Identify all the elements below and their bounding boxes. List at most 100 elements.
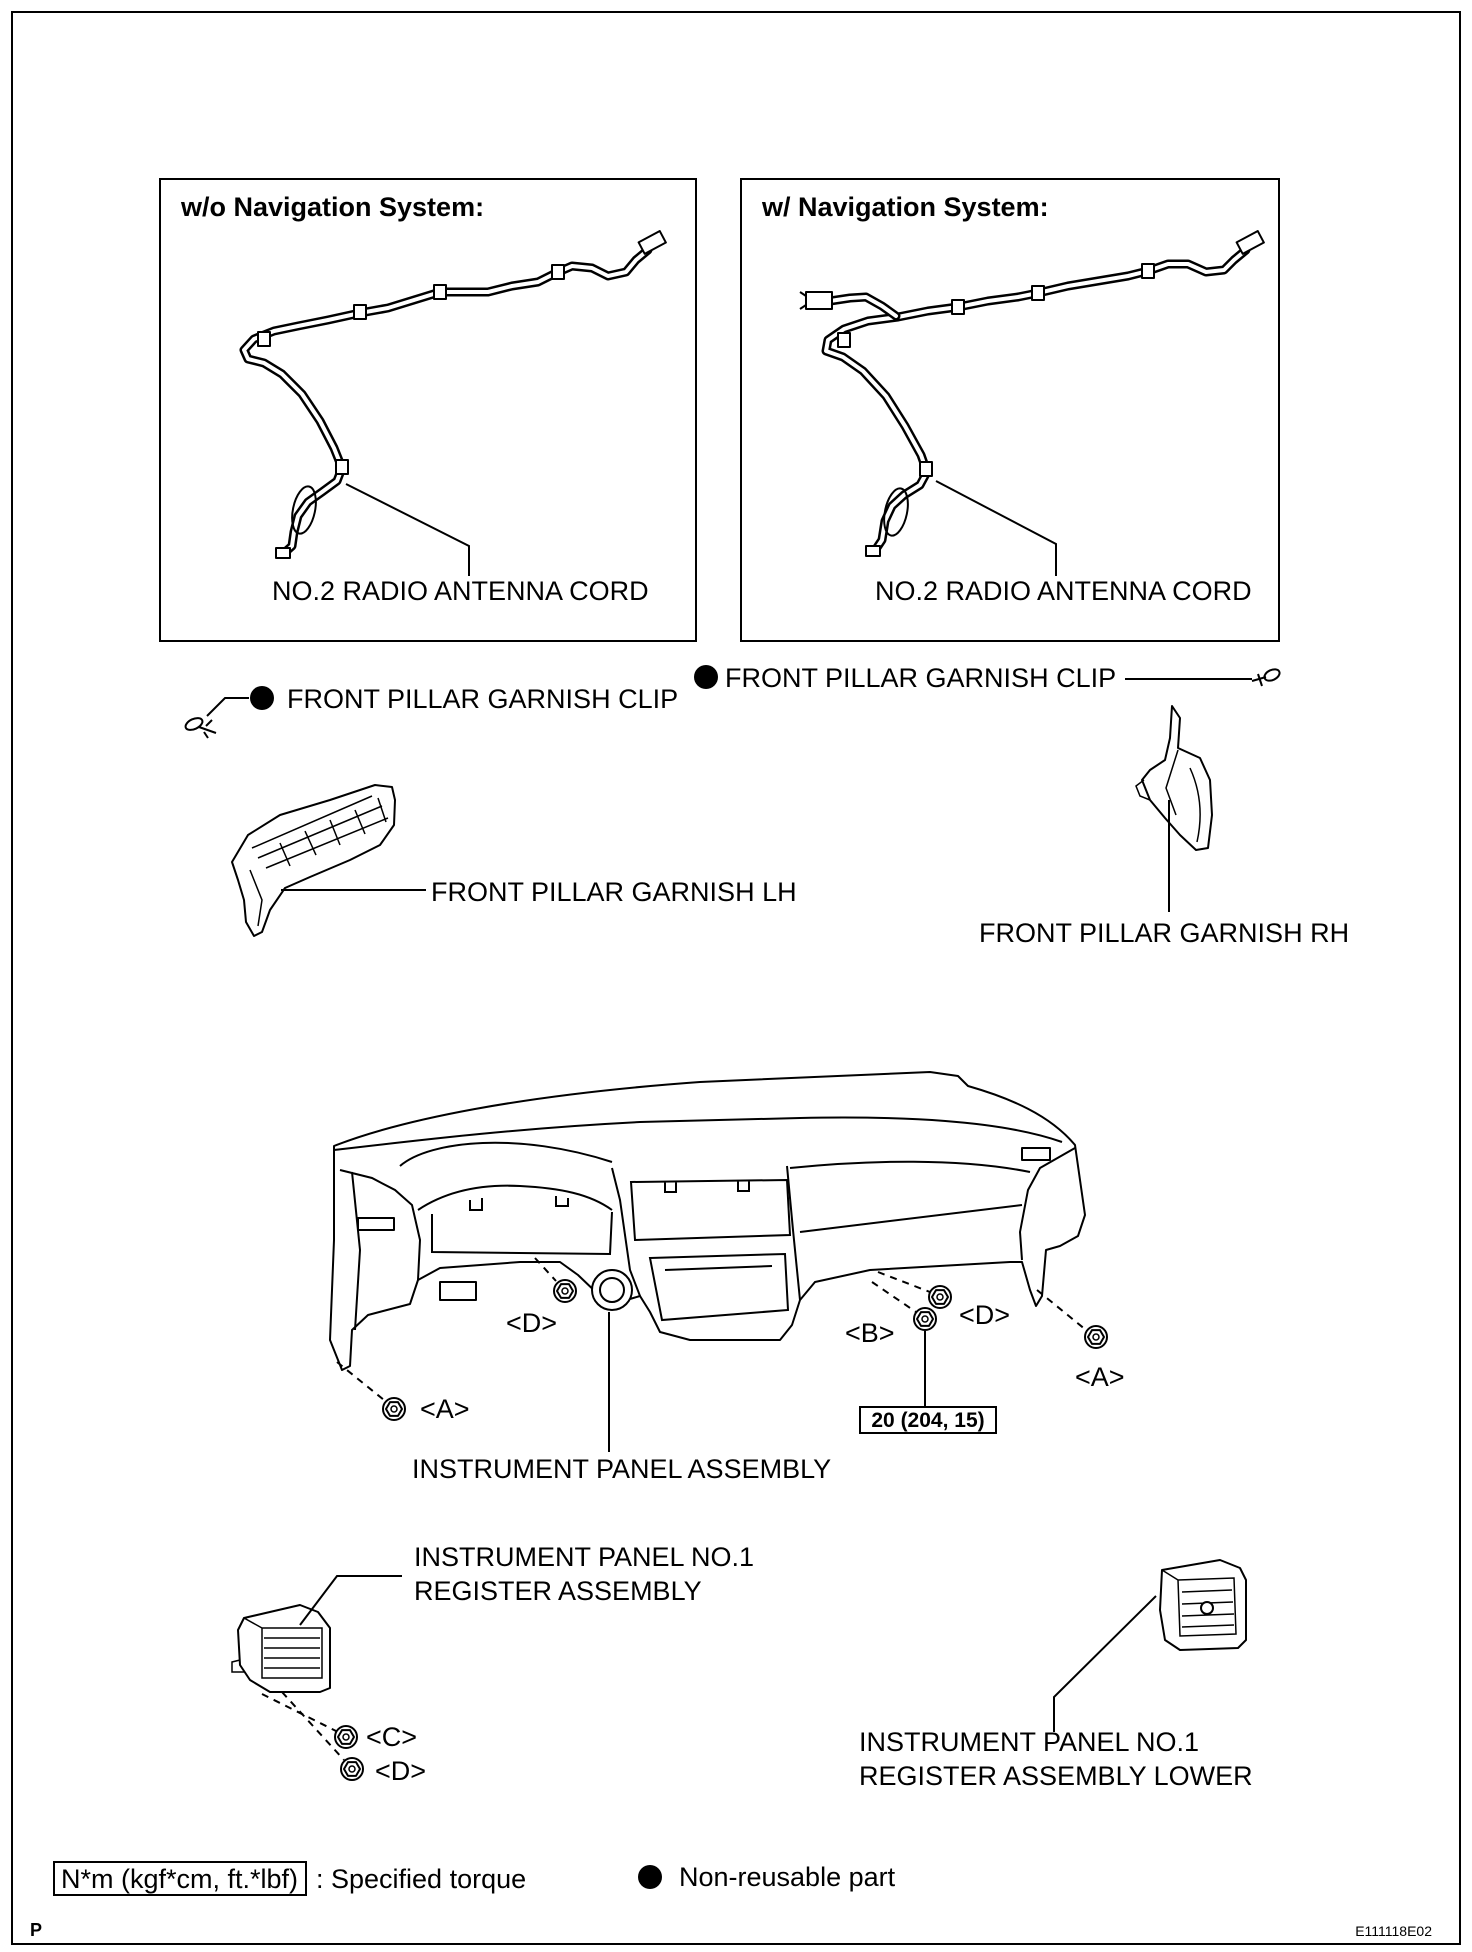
cord-clamp bbox=[551, 264, 565, 280]
clip-icon bbox=[184, 717, 217, 739]
fastener-a-right: <A> bbox=[1036, 1289, 1125, 1392]
fastener-label: <B> bbox=[845, 1318, 895, 1348]
cord-clamp bbox=[335, 459, 349, 475]
fastener-c-register: <C> bbox=[261, 1693, 417, 1752]
panel-title: w/o Navigation System: bbox=[180, 192, 484, 222]
fastener-label: <D> bbox=[375, 1756, 426, 1786]
torque-description: : Specified torque bbox=[316, 1864, 526, 1894]
fastener-label: <A> bbox=[1075, 1362, 1125, 1392]
part-label-register-line1: INSTRUMENT PANEL NO.1 bbox=[414, 1542, 754, 1572]
leader-line bbox=[299, 1575, 402, 1626]
radio-antenna-cord-illustration bbox=[239, 230, 667, 559]
bolt-icon bbox=[928, 1285, 952, 1309]
cord-clamp bbox=[951, 299, 965, 315]
cord-clamp bbox=[353, 304, 367, 320]
garnish-rh-details bbox=[1135, 749, 1201, 843]
lower-vent-opening bbox=[439, 1281, 477, 1301]
non-reusable-description: Non-reusable part bbox=[679, 1862, 896, 1892]
cord-loop bbox=[883, 487, 909, 537]
part-label-antenna-cord: NO.2 RADIO ANTENNA CORD bbox=[875, 576, 1252, 606]
fastener-label: <D> bbox=[506, 1308, 557, 1338]
bolt-icon bbox=[340, 1757, 364, 1781]
fastener-label: <A> bbox=[420, 1394, 470, 1424]
fastener-label: <C> bbox=[366, 1722, 417, 1752]
leader-line bbox=[935, 480, 1057, 576]
nav-branch-connector-tab bbox=[799, 291, 807, 310]
right-end-panel bbox=[1018, 1147, 1076, 1261]
bolt-icon bbox=[1084, 1325, 1108, 1349]
cord-clamp bbox=[433, 284, 447, 300]
clip-icon bbox=[1251, 668, 1281, 687]
left-end-panel bbox=[339, 1169, 422, 1331]
cord-connector bbox=[1235, 230, 1265, 255]
radio-antenna-cord-illustration bbox=[799, 230, 1265, 557]
register-lower-knob bbox=[1200, 1601, 1214, 1615]
legend: N*m (kgf*cm, ft.*lbf) : Specified torque… bbox=[53, 1861, 896, 1896]
bolt-icon bbox=[913, 1307, 937, 1331]
part-label-antenna-cord: NO.2 RADIO ANTENNA CORD bbox=[272, 576, 649, 606]
cluster-hood bbox=[399, 1141, 613, 1167]
bolt-icon bbox=[334, 1725, 358, 1749]
dash-top-front-edge bbox=[333, 1116, 1063, 1151]
front-pillar-garnish-clip-rh: FRONT PILLAR GARNISH CLIP bbox=[694, 663, 1281, 693]
bolt-icon bbox=[553, 1279, 577, 1303]
part-label-register-lower-line2: REGISTER ASSEMBLY LOWER bbox=[859, 1761, 1253, 1791]
navigation-opening bbox=[629, 1178, 792, 1242]
center-stack-outline bbox=[611, 1165, 801, 1301]
lower-console-opening bbox=[648, 1252, 790, 1322]
part-label-register-lower-line1: INSTRUMENT PANEL NO.1 bbox=[859, 1727, 1199, 1757]
dash-silhouette bbox=[329, 1071, 1086, 1371]
panel-frame bbox=[740, 178, 1280, 642]
fastener-b: <B> 20 (204, 15) bbox=[845, 1281, 997, 1434]
part-label-register-line2: REGISTER ASSEMBLY bbox=[414, 1576, 702, 1606]
nav-branch-connector bbox=[805, 291, 833, 310]
passenger-side-upper-seam bbox=[789, 1160, 1031, 1173]
part-label-garnish-rh: FRONT PILLAR GARNISH RH bbox=[979, 918, 1349, 948]
torque-unit-box bbox=[53, 1861, 307, 1896]
leader-line bbox=[345, 483, 470, 576]
leader-line bbox=[206, 697, 249, 717]
fastener-d-register: <D> bbox=[281, 1691, 426, 1786]
cord-clamp bbox=[1031, 285, 1045, 301]
cord-end-plug bbox=[865, 545, 881, 557]
cord-end-plug bbox=[275, 547, 291, 559]
part-label-instrument-panel: INSTRUMENT PANEL ASSEMBLY bbox=[412, 1454, 831, 1484]
garnish-lh-illustration bbox=[231, 784, 396, 937]
figure-id: E111118E02 bbox=[1355, 1923, 1432, 1939]
side-vent-left bbox=[357, 1217, 395, 1231]
knob-ring bbox=[591, 1269, 633, 1311]
part-label-clip-lh: FRONT PILLAR GARNISH CLIP bbox=[287, 684, 678, 714]
cord-clamp bbox=[837, 332, 851, 348]
register-face bbox=[231, 1617, 323, 1679]
leader-line bbox=[1053, 1595, 1157, 1732]
bolt-icon bbox=[382, 1397, 406, 1421]
glove-box-edge bbox=[799, 1204, 1023, 1233]
fastener-d-center: <D> bbox=[506, 1257, 577, 1338]
panel-title: w/ Navigation System: bbox=[761, 192, 1049, 222]
part-label-clip-rh: FRONT PILLAR GARNISH CLIP bbox=[725, 663, 1116, 693]
cord-loop bbox=[291, 485, 317, 535]
torque-spec-box bbox=[859, 1406, 997, 1434]
non-reusable-marker bbox=[694, 665, 718, 689]
torque-spec: 20 (204, 15) bbox=[871, 1409, 984, 1432]
cord-clamp bbox=[1141, 263, 1155, 279]
garnish-lh-ribs bbox=[249, 795, 389, 927]
knob bbox=[599, 1277, 625, 1303]
panel-without-navigation: w/o Navigation System: NO.2 RADIO ANTENN… bbox=[159, 178, 697, 642]
part-label-garnish-lh: FRONT PILLAR GARNISH LH bbox=[431, 877, 797, 907]
panel-frame bbox=[159, 178, 697, 642]
front-pillar-garnish-clip-lh: FRONT PILLAR GARNISH CLIP bbox=[184, 684, 678, 739]
non-reusable-marker bbox=[250, 686, 274, 710]
instrument-panel-assembly bbox=[329, 1071, 1086, 1371]
cluster-opening bbox=[417, 1184, 613, 1256]
non-reusable-marker bbox=[638, 1865, 662, 1889]
instrument-panel-register-assembly-lower: INSTRUMENT PANEL NO.1 REGISTER ASSEMBLY … bbox=[859, 1559, 1253, 1791]
cord-clamp bbox=[257, 331, 271, 347]
cord-clamp bbox=[919, 461, 933, 477]
fastener-label: <D> bbox=[959, 1300, 1010, 1330]
front-pillar-garnish-rh: FRONT PILLAR GARNISH RH bbox=[979, 705, 1349, 948]
torque-unit: N*m (kgf*cm, ft.*lbf) bbox=[61, 1864, 298, 1894]
garnish-rh-illustration bbox=[1141, 705, 1213, 851]
side-vent-right bbox=[1021, 1147, 1051, 1161]
